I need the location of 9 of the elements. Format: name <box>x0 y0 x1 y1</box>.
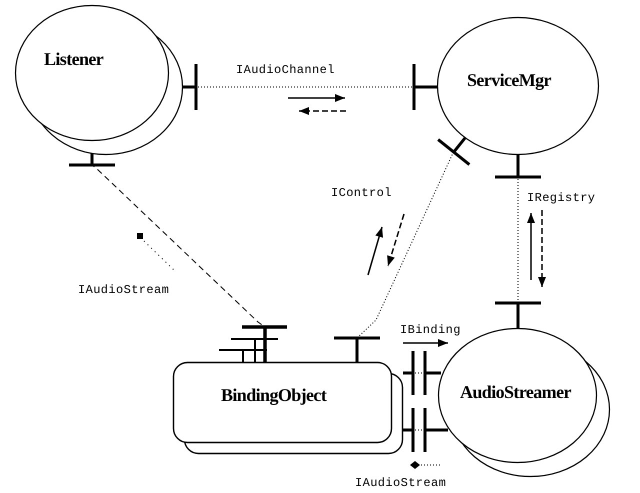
component-ellipse <box>437 17 600 156</box>
rounded-rectangle <box>173 362 404 455</box>
node-label: AudioStreamer <box>460 382 571 403</box>
edge-label: IRegistry <box>527 191 596 205</box>
node-label: ServiceMgr <box>467 70 551 91</box>
edge-label: IBinding <box>400 323 461 337</box>
node-label: BindingObject <box>221 385 326 406</box>
node-label: Listener <box>44 49 104 70</box>
component-ellipse <box>15 5 185 156</box>
